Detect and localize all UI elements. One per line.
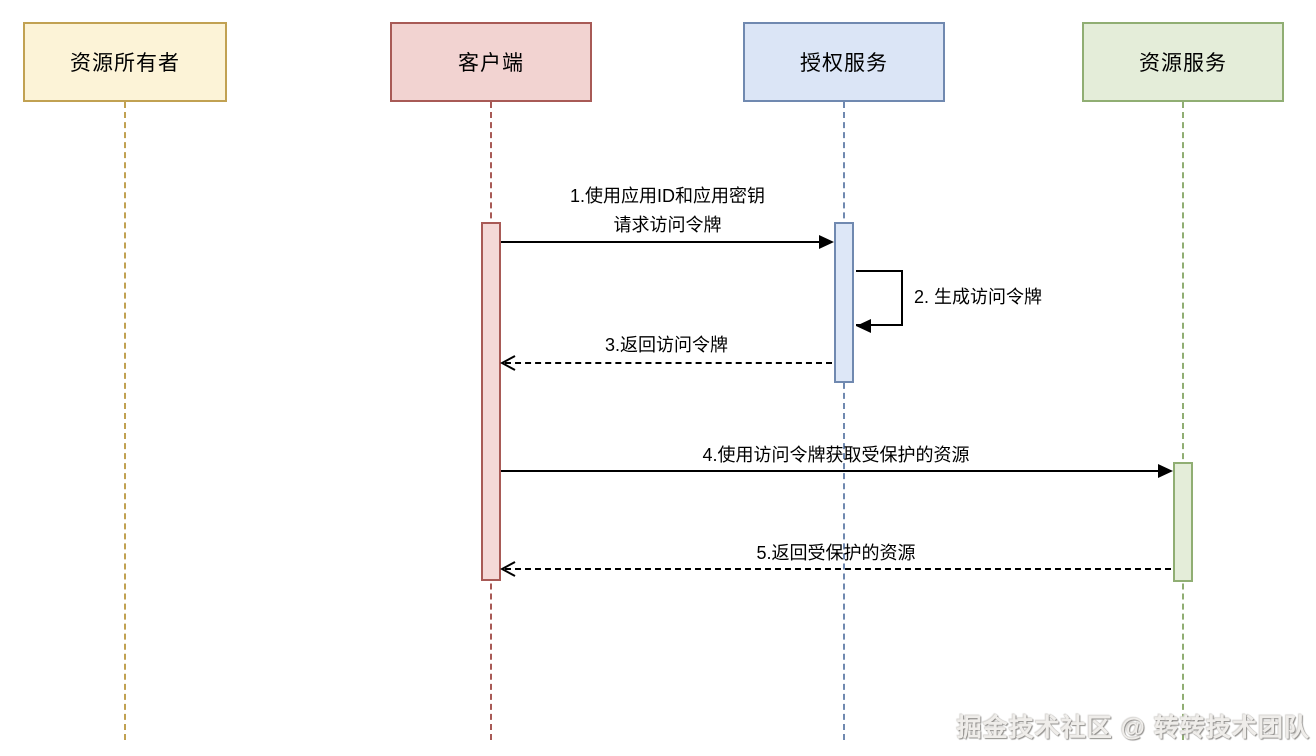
- actor-box-auth-service: 授权服务: [743, 22, 945, 102]
- lifeline-resource-owner: [124, 102, 126, 740]
- message-3-line: [505, 362, 832, 364]
- message-3-label: 3.返回访问令牌: [604, 335, 728, 355]
- message-1-line: [501, 241, 820, 243]
- message-1-label-line1: 1.使用应用ID和应用密钥: [569, 186, 765, 206]
- actor-label-resource-service: 资源服务: [1139, 52, 1227, 75]
- message-2-label: 2. 生成访问令牌: [914, 287, 1043, 307]
- actor-label-auth-service: 授权服务: [800, 52, 888, 75]
- actor-box-resource-service: 资源服务: [1082, 22, 1284, 102]
- activation-bar-client: [481, 222, 501, 581]
- message-2-self-loop: [856, 270, 903, 326]
- activation-bar-resource-service: [1173, 462, 1193, 582]
- actor-label-resource-owner: 资源所有者: [70, 52, 180, 75]
- message-4-line: [501, 470, 1159, 472]
- message-5-open-arrowhead-icon: [500, 561, 516, 577]
- message-5-line: [505, 568, 1171, 570]
- message-2-arrowhead-icon: [856, 319, 871, 333]
- lifeline-resource-service: [1182, 102, 1184, 740]
- message-1-label-line2: 请求访问令牌: [613, 215, 722, 235]
- actor-box-client: 客户端: [390, 22, 592, 102]
- message-5-label: 5.返回受保护的资源: [756, 543, 916, 563]
- message-4-label: 4.使用访问令牌获取受保护的资源: [702, 445, 970, 465]
- actor-label-client: 客户端: [458, 52, 524, 75]
- activation-bar-auth-service: [834, 222, 854, 383]
- watermark-text: 掘金技术社区 @ 转转技术团队: [956, 714, 1310, 742]
- lifeline-auth-service: [843, 102, 845, 740]
- message-1-arrowhead-icon: [819, 235, 834, 249]
- message-3-open-arrowhead-icon: [500, 355, 516, 371]
- message-1-label: 1.使用应用ID和应用密钥 请求访问令牌: [501, 182, 834, 240]
- actor-box-resource-owner: 资源所有者: [23, 22, 227, 102]
- message-4-arrowhead-icon: [1158, 464, 1173, 478]
